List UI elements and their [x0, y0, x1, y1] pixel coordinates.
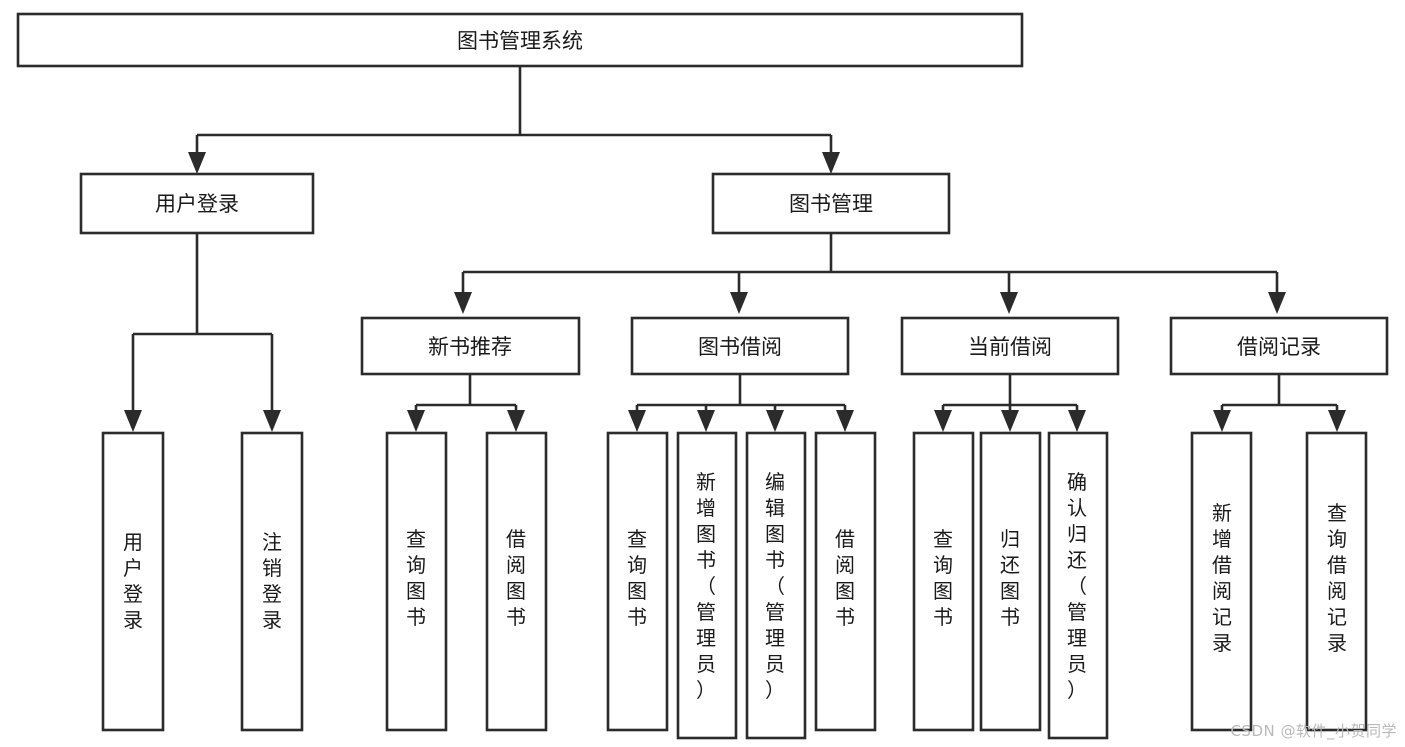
leaf-return-book[interactable]: 归还图书 [979, 431, 1042, 732]
leaf-return-book-box[interactable] [979, 431, 1042, 732]
leaf-logout-login[interactable]: 注销登录 [240, 431, 304, 732]
node-current-borrow-box[interactable] [900, 316, 1120, 376]
leaf-borrow-book-1-label: 借阅图书 [506, 527, 526, 629]
leaf-query-book-3-label: 查询图书 [933, 527, 953, 629]
leaf-user-login-box[interactable] [101, 431, 165, 732]
leaf-confirm-return-admin[interactable]: 确认归还（管理员） [1047, 431, 1109, 740]
arrow-leaf-add-book-admin [697, 410, 715, 432]
node-root-box[interactable] [16, 12, 1024, 68]
arrow-leaf-query-borrow-record [1328, 410, 1346, 432]
leaf-return-book-label: 归还图书 [1000, 527, 1020, 629]
node-new-book-recommend[interactable]: 新书推荐 [360, 316, 581, 376]
leaf-logout-login-label: 注销登录 [262, 530, 282, 632]
leaf-add-book-admin[interactable]: 新增图书（管理员） [676, 431, 738, 740]
leaf-borrow-book-2-label: 借阅图书 [835, 527, 855, 629]
node-current-borrow-label: 当前借阅 [968, 335, 1052, 359]
arrow-to-book-borrow [730, 292, 748, 314]
leaf-borrow-book-2-box[interactable] [814, 431, 877, 732]
node-book-manage[interactable]: 图书管理 [711, 172, 951, 235]
leaf-user-login-label: 用户登录 [123, 530, 143, 632]
arrow-leaf-query-book-1 [407, 410, 425, 432]
arrow-leaf-query-book-2 [628, 410, 646, 432]
leaf-add-book-admin-box[interactable] [676, 431, 738, 740]
arrow-leaf-add-borrow-record [1213, 410, 1231, 432]
arrow-to-new-book-recommend [454, 292, 472, 314]
node-book-manage-box[interactable] [711, 172, 951, 235]
csdn-watermark: CSDN @软件_小贺同学 [1230, 722, 1397, 740]
leaf-add-borrow-record-label: 新增借阅记录 [1212, 501, 1232, 655]
leaf-query-book-1-box[interactable] [385, 431, 448, 732]
arrow-leaf-user-login [124, 410, 142, 432]
leaf-edit-book-admin-label: 编辑图书（管理员） [765, 470, 785, 702]
arrow-to-book-manage [822, 152, 840, 174]
leaf-query-book-1[interactable]: 查询图书 [385, 431, 448, 732]
node-book-borrow-label: 图书借阅 [698, 335, 782, 359]
leaf-add-borrow-record[interactable]: 新增借阅记录 [1190, 431, 1253, 732]
node-user-login[interactable]: 用户登录 [79, 172, 315, 235]
node-borrow-record[interactable]: 借阅记录 [1169, 316, 1389, 376]
arrow-leaf-return-book [1001, 410, 1019, 432]
node-root[interactable]: 图书管理系统 [16, 12, 1024, 68]
node-user-login-box[interactable] [79, 172, 315, 235]
arrow-leaf-borrow-book-2 [836, 410, 854, 432]
leaf-logout-login-box[interactable] [240, 431, 304, 732]
leaf-borrow-book-1-box[interactable] [485, 431, 548, 732]
node-current-borrow[interactable]: 当前借阅 [900, 316, 1120, 376]
leaf-add-borrow-record-box[interactable] [1190, 431, 1253, 732]
leaf-confirm-return-admin-label: 确认归还（管理员） [1067, 470, 1087, 702]
leaf-user-login[interactable]: 用户登录 [101, 431, 165, 732]
leaf-query-book-2-box[interactable] [606, 431, 669, 732]
node-new-book-recommend-box[interactable] [360, 316, 581, 376]
arrow-leaf-logout-login [263, 410, 281, 432]
node-borrow-record-label: 借阅记录 [1237, 335, 1321, 359]
node-user-login-label: 用户登录 [155, 192, 239, 216]
leaf-query-book-2[interactable]: 查询图书 [606, 431, 669, 732]
leaf-query-book-3-box[interactable] [912, 431, 975, 732]
leaf-query-book-1-label: 查询图书 [406, 527, 426, 629]
leaf-borrow-book-2[interactable]: 借阅图书 [814, 431, 877, 732]
leaf-add-book-admin-label: 新增图书（管理员） [696, 470, 716, 702]
arrow-leaf-query-book-3 [934, 410, 952, 432]
node-new-book-recommend-label: 新书推荐 [428, 335, 512, 359]
leaf-query-borrow-record[interactable]: 查询借阅记录 [1305, 431, 1368, 732]
leaf-query-borrow-record-label: 查询借阅记录 [1327, 501, 1347, 655]
arrow-leaf-edit-book-admin [766, 410, 784, 432]
arrow-leaf-borrow-book-1 [507, 410, 525, 432]
leaf-edit-book-admin[interactable]: 编辑图书（管理员） [745, 431, 807, 740]
leaf-query-book-3[interactable]: 查询图书 [912, 431, 975, 732]
arrow-to-user-login [188, 152, 206, 174]
leaf-query-borrow-record-box[interactable] [1305, 431, 1368, 732]
leaf-query-book-2-label: 查询图书 [627, 527, 647, 629]
leaf-confirm-return-admin-box[interactable] [1047, 431, 1109, 740]
leaf-edit-book-admin-box[interactable] [745, 431, 807, 740]
node-book-manage-label: 图书管理 [789, 192, 873, 216]
leaf-borrow-book-1[interactable]: 借阅图书 [485, 431, 548, 732]
connector-layer [124, 66, 1346, 432]
arrow-to-borrow-record [1268, 292, 1286, 314]
node-root-label: 图书管理系统 [457, 29, 583, 53]
arrow-to-current-borrow [1000, 292, 1018, 314]
node-book-borrow[interactable]: 图书借阅 [630, 316, 850, 376]
node-borrow-record-box[interactable] [1169, 316, 1389, 376]
arrow-leaf-confirm-return-admin [1068, 410, 1086, 432]
node-book-borrow-box[interactable] [630, 316, 850, 376]
